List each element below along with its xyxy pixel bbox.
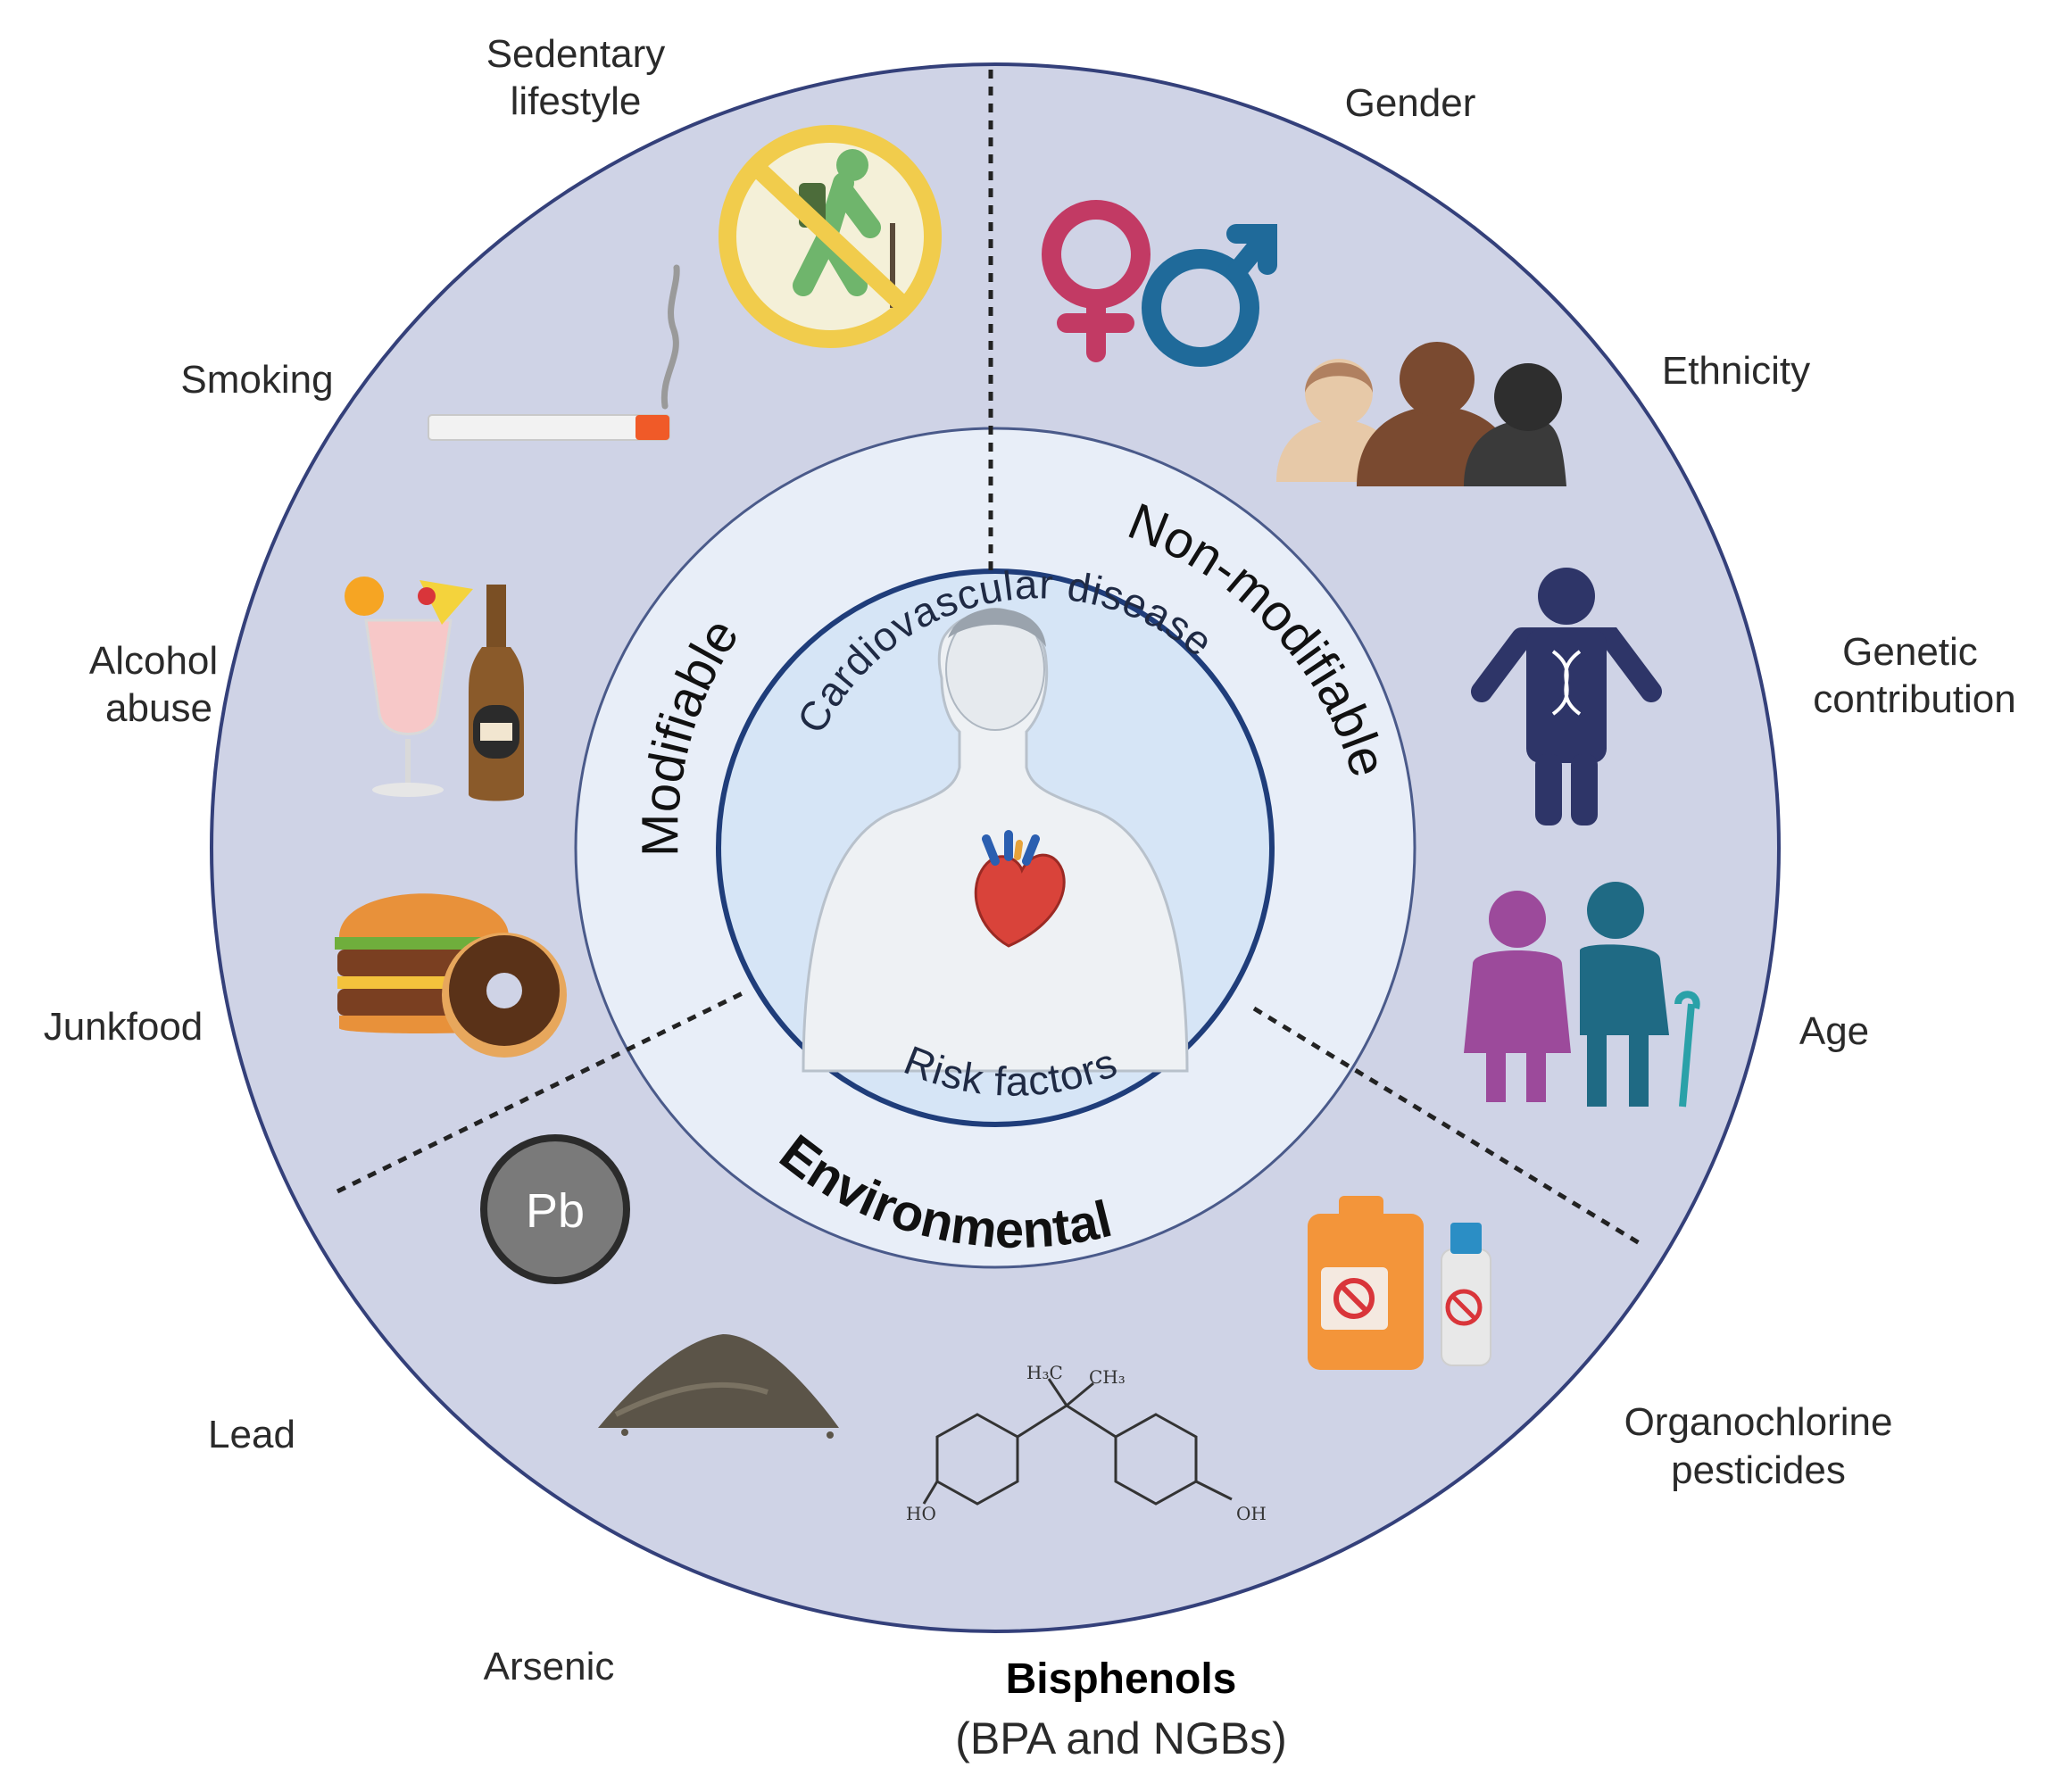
label-bisphenols-sub: (BPA and NGBs) (955, 1713, 1286, 1763)
ethnicity-people-icon (1276, 342, 1566, 486)
chem-ho: HO (906, 1503, 936, 1524)
label-sedentary-2: lifestyle (511, 79, 642, 123)
label-organochlorine-2: pesticides (1671, 1448, 1846, 1492)
label-lead: Lead (208, 1413, 295, 1456)
chem-oh: OH (1236, 1503, 1267, 1524)
pesticide-containers-icon (1308, 1196, 1491, 1370)
bisphenol-structure-icon (922, 1378, 1233, 1506)
label-age: Age (1799, 1009, 1869, 1053)
donut-icon (442, 933, 567, 1058)
segment-dividers (336, 70, 1644, 1248)
label-ethnicity: Ethnicity (1662, 349, 1810, 393)
label-junkfood: Junkfood (44, 1005, 204, 1049)
chem-h3c: H₃C (1026, 1362, 1063, 1383)
human-torso-icon (802, 608, 1189, 1073)
no-hiking-icon (719, 125, 942, 348)
label-gender: Gender (1345, 81, 1476, 125)
lead-element-icon: Pb (480, 1134, 630, 1284)
label-alcohol-2: abuse (105, 686, 212, 730)
genetic-person-icon (1471, 568, 1662, 825)
label-sedentary: Sedentary (486, 32, 666, 76)
chem-ch3: CH₃ (1089, 1366, 1126, 1388)
label-arsenic: Arsenic (484, 1645, 615, 1688)
cocktail-icon (345, 577, 473, 797)
label-organochlorine: Organochlorine (1624, 1400, 1893, 1444)
label-bisphenols: Bisphenols (1006, 1655, 1237, 1703)
elderly-couple-icon (1464, 882, 1700, 1108)
heart-icon (974, 830, 1066, 948)
beer-bottle-icon (469, 585, 524, 801)
label-alcohol: Alcohol (89, 639, 218, 683)
label-genetic: Genetic (1842, 630, 1978, 674)
label-smoking: Smoking (180, 358, 333, 402)
arsenic-pile-icon (598, 1334, 839, 1439)
male-symbol-icon (1142, 224, 1277, 367)
cigarette-icon (428, 264, 680, 441)
female-symbol-icon (1042, 200, 1151, 362)
lead-symbol: Pb (526, 1184, 585, 1238)
label-genetic-2: contribution (1813, 677, 2015, 721)
